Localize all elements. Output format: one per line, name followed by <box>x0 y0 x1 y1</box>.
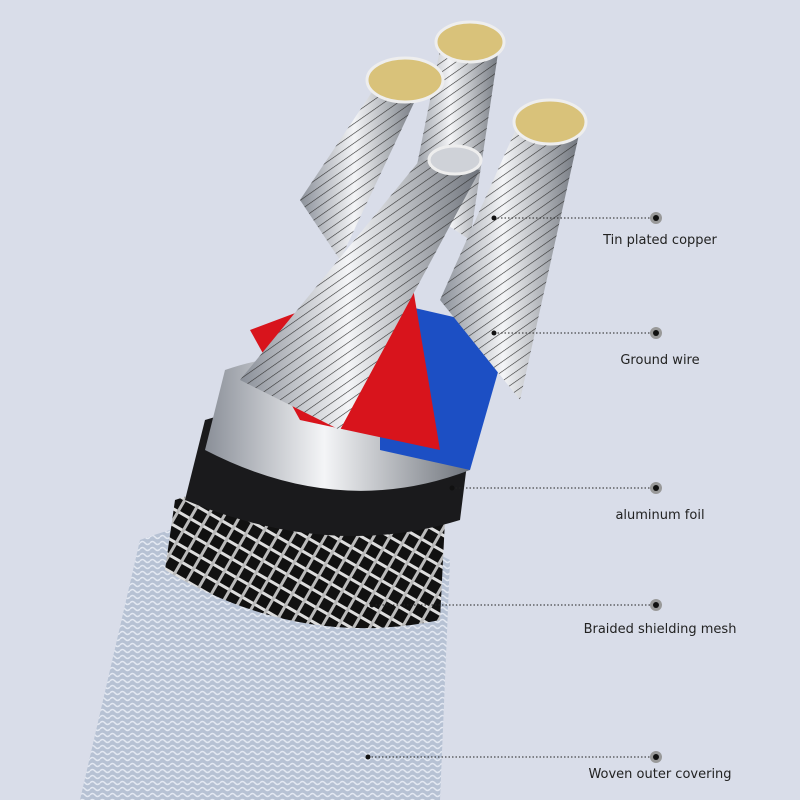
callout-lines <box>368 217 656 758</box>
label-braided-shielding-mesh: Braided shielding mesh <box>583 622 737 637</box>
callout-dots <box>365 212 662 763</box>
label-tin-plated-copper: Tin plated copper <box>603 233 717 248</box>
label-aluminum-foil: aluminum foil <box>615 508 705 523</box>
tinned-copper-strands <box>240 20 588 430</box>
label-woven-outer-covering: Woven outer covering <box>588 767 732 782</box>
label-ground-wire: Ground wire <box>620 353 700 368</box>
